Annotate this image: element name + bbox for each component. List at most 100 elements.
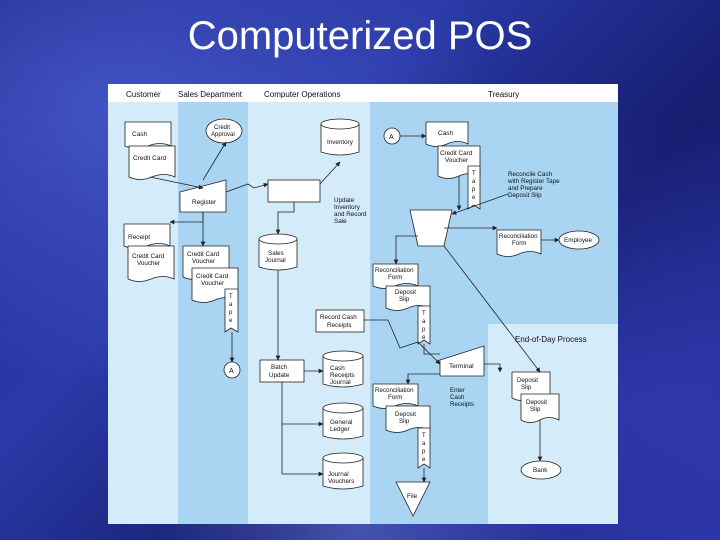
lane-customer: Customer — [126, 90, 161, 99]
record-cash-receipts-process: Record Cash Receipts — [315, 309, 365, 333]
svg-text:e: e — [229, 318, 233, 324]
svg-text:Reconciliation: Reconciliation — [499, 233, 538, 240]
svg-text:T: T — [472, 171, 476, 177]
lane-treasury: Treasury — [488, 90, 519, 99]
update-inventory-process — [267, 179, 321, 203]
lane-header-bar — [108, 84, 618, 102]
svg-text:A: A — [229, 368, 234, 375]
svg-text:Inventory: Inventory — [334, 204, 361, 211]
lane-sales-department: Sales Department — [178, 90, 243, 99]
svg-text:e: e — [422, 457, 426, 463]
svg-text:Slip: Slip — [521, 384, 532, 391]
bank-terminator: Bank — [520, 460, 562, 480]
file-offline-storage: File — [395, 481, 431, 517]
svg-text:Voucher: Voucher — [445, 157, 468, 164]
svg-text:Reconciliation: Reconciliation — [375, 387, 414, 394]
svg-text:Employee: Employee — [564, 237, 592, 244]
svg-text:Reconcile Cash: Reconcile Cash — [508, 171, 553, 178]
svg-text:Receipts: Receipts — [450, 401, 474, 408]
reconcile-cash-annotation: Reconcile Cash with Register Tape and Pr… — [507, 171, 560, 199]
svg-text:Update: Update — [269, 372, 290, 379]
svg-text:Credit Card: Credit Card — [196, 273, 229, 280]
flowchart-canvas: Customer Sales Department Computer Opera… — [108, 84, 618, 524]
credit-approval-terminator: Credit Approval — [205, 118, 243, 144]
treasury-lane-upper — [488, 102, 618, 324]
svg-text:Form: Form — [512, 240, 526, 247]
flow-lines — [149, 133, 560, 483]
svg-text:e: e — [422, 335, 426, 341]
end-of-day-lane — [488, 324, 618, 524]
svg-text:and Prepare: and Prepare — [508, 185, 543, 192]
inventory-disk: Inventory — [320, 118, 360, 156]
terminal-device: Terminal — [439, 345, 485, 377]
connector-a-treasury: A — [383, 127, 401, 145]
treasury-tape-3: T a p e — [417, 427, 431, 469]
enter-cash-receipts-label: Enter Cash Receipts — [450, 387, 474, 408]
slide-title: Computerized POS — [187, 14, 533, 58]
svg-text:p: p — [229, 310, 233, 316]
svg-text:Credit Card: Credit Card — [132, 253, 165, 260]
treasury-reconciliation-form: Reconciliation Form — [496, 229, 542, 257]
svg-text:Receipt: Receipt — [128, 234, 150, 241]
svg-text:Bank: Bank — [533, 467, 548, 474]
svg-text:a: a — [422, 441, 426, 447]
svg-text:Cash: Cash — [132, 131, 148, 138]
svg-text:a: a — [422, 319, 426, 325]
general-ledger-disk: General Ledger — [322, 402, 364, 440]
svg-text:p: p — [472, 187, 476, 193]
employee-terminator: Employee — [558, 230, 600, 250]
svg-text:Deposit: Deposit — [395, 411, 416, 418]
customer-credit-card-document: Credit Card — [128, 145, 176, 180]
svg-text:Slip: Slip — [399, 296, 410, 303]
lane-end-of-day: End-of-Day Process — [515, 335, 587, 344]
svg-text:Voucher: Voucher — [137, 260, 160, 267]
svg-text:Credit Card: Credit Card — [187, 251, 220, 258]
batch-update-process: Batch Update — [259, 359, 305, 383]
svg-text:e: e — [472, 195, 476, 201]
update-inventory-label: Update Inventory and Record Sale — [334, 197, 367, 225]
lane-computer-operations: Computer Operations — [264, 90, 340, 99]
eod-deposit-slip-2: Deposit Slip — [520, 393, 560, 423]
svg-text:File: File — [407, 493, 418, 500]
customer-credit-card-voucher: Credit Card Voucher — [127, 245, 175, 282]
svg-text:Credit: Credit — [214, 125, 230, 131]
svg-text:Deposit: Deposit — [395, 289, 416, 296]
svg-text:p: p — [422, 449, 426, 455]
svg-text:T: T — [422, 433, 426, 439]
svg-text:Reconciliation: Reconciliation — [375, 267, 414, 274]
treasury-register-tape: T a p e — [467, 165, 481, 210]
treasury-cash-document: Cash — [425, 121, 469, 147]
svg-text:Vouchers: Vouchers — [328, 478, 354, 485]
svg-text:with Register Tape: with Register Tape — [507, 178, 560, 185]
sales-journal-disk: Sales Journal — [258, 233, 298, 271]
svg-text:Credit Card: Credit Card — [440, 150, 473, 157]
svg-text:Form: Form — [388, 394, 402, 401]
svg-text:Form: Form — [388, 274, 402, 281]
svg-text:Voucher: Voucher — [192, 258, 215, 265]
svg-text:A: A — [389, 134, 394, 141]
cash-receipts-journal-disk: Cash Receipts Journal — [322, 350, 364, 388]
connector-a-sales: A — [223, 361, 241, 379]
svg-text:Cash: Cash — [450, 394, 465, 401]
svg-text:Voucher: Voucher — [201, 280, 224, 287]
journal-vouchers-disk: Journal Vouchers — [322, 452, 364, 490]
svg-text:General: General — [330, 419, 352, 426]
svg-text:Update: Update — [334, 197, 355, 204]
svg-text:Journal: Journal — [328, 471, 349, 478]
svg-text:Deposit Slip: Deposit Slip — [508, 192, 542, 199]
treasury-tape-2: T a p e — [417, 305, 431, 345]
reconciliation-form-2: Reconciliation Form — [372, 383, 419, 409]
svg-text:Inventory: Inventory — [327, 139, 354, 146]
svg-text:Batch: Batch — [271, 364, 288, 371]
svg-text:Deposit: Deposit — [517, 377, 538, 384]
svg-text:Deposit: Deposit — [526, 399, 547, 406]
svg-text:Slip: Slip — [530, 406, 541, 413]
svg-text:Credit Card: Credit Card — [133, 155, 167, 162]
svg-text:Enter: Enter — [450, 387, 465, 394]
svg-text:a: a — [472, 179, 476, 185]
svg-text:Sale: Sale — [334, 218, 347, 225]
svg-text:Approval: Approval — [211, 132, 235, 138]
svg-text:Ledger: Ledger — [330, 426, 350, 433]
svg-text:Cash: Cash — [330, 365, 345, 372]
svg-text:Slip: Slip — [399, 418, 410, 425]
